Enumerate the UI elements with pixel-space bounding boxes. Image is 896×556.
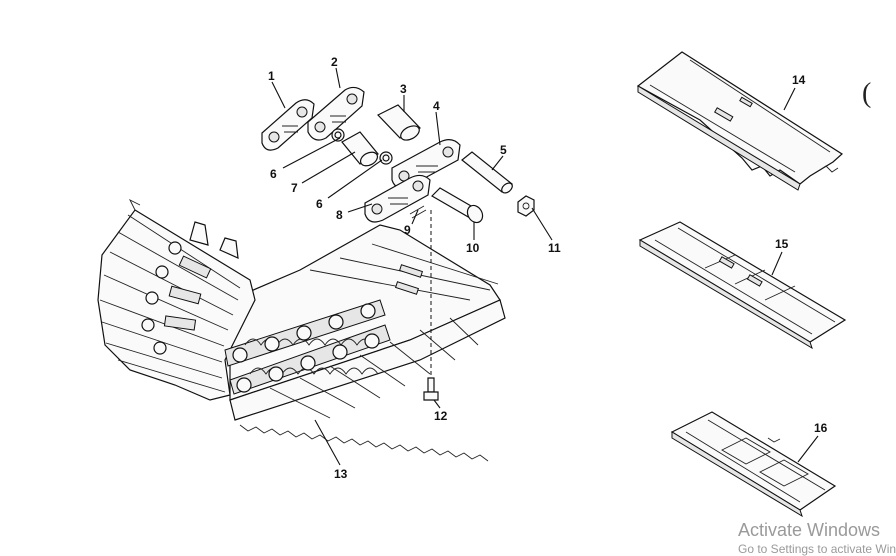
part-11-nut <box>517 195 535 217</box>
callout-16: 16 <box>814 421 828 435</box>
part-9-cotter <box>409 205 427 219</box>
callout-10: 10 <box>466 241 480 255</box>
leader-lines <box>271 67 819 466</box>
callout-5: 5 <box>500 143 507 157</box>
watermark-title: Activate Windows <box>738 520 881 540</box>
track-chain <box>141 241 391 395</box>
callout-7: 7 <box>291 181 298 195</box>
callout-12: 12 <box>434 409 448 423</box>
edge-bracket-mark: ( <box>862 78 872 109</box>
callout-2: 2 <box>331 55 338 69</box>
callout-9: 9 <box>404 223 411 237</box>
callout-8: 8 <box>336 208 343 222</box>
part-14-track-shoe <box>636 51 843 191</box>
part-12-bolt <box>427 377 435 393</box>
callout-11: 11 <box>548 241 561 255</box>
watermark-subtitle: Go to Settings to activate Windows. <box>738 542 896 556</box>
callout-1: 1 <box>268 69 275 83</box>
callout-labels: 1 2 3 4 5 6 7 6 8 9 10 11 12 13 14 15 16 <box>268 55 828 481</box>
callout-3: 3 <box>400 82 407 96</box>
callout-6-lower: 6 <box>316 197 323 211</box>
callout-4: 4 <box>433 99 440 113</box>
exploded-parts <box>261 86 535 401</box>
callout-15: 15 <box>775 237 789 251</box>
callout-6-upper: 6 <box>270 167 277 181</box>
part-16-track-shoe <box>670 411 837 518</box>
part-1-link <box>261 99 315 151</box>
track-assembly <box>97 198 506 462</box>
activate-windows-watermark: Activate Windows Go to Settings to activ… <box>738 518 896 556</box>
callout-13: 13 <box>334 467 348 481</box>
callout-14: 14 <box>792 73 806 87</box>
part-15-track-shoe <box>638 221 847 350</box>
